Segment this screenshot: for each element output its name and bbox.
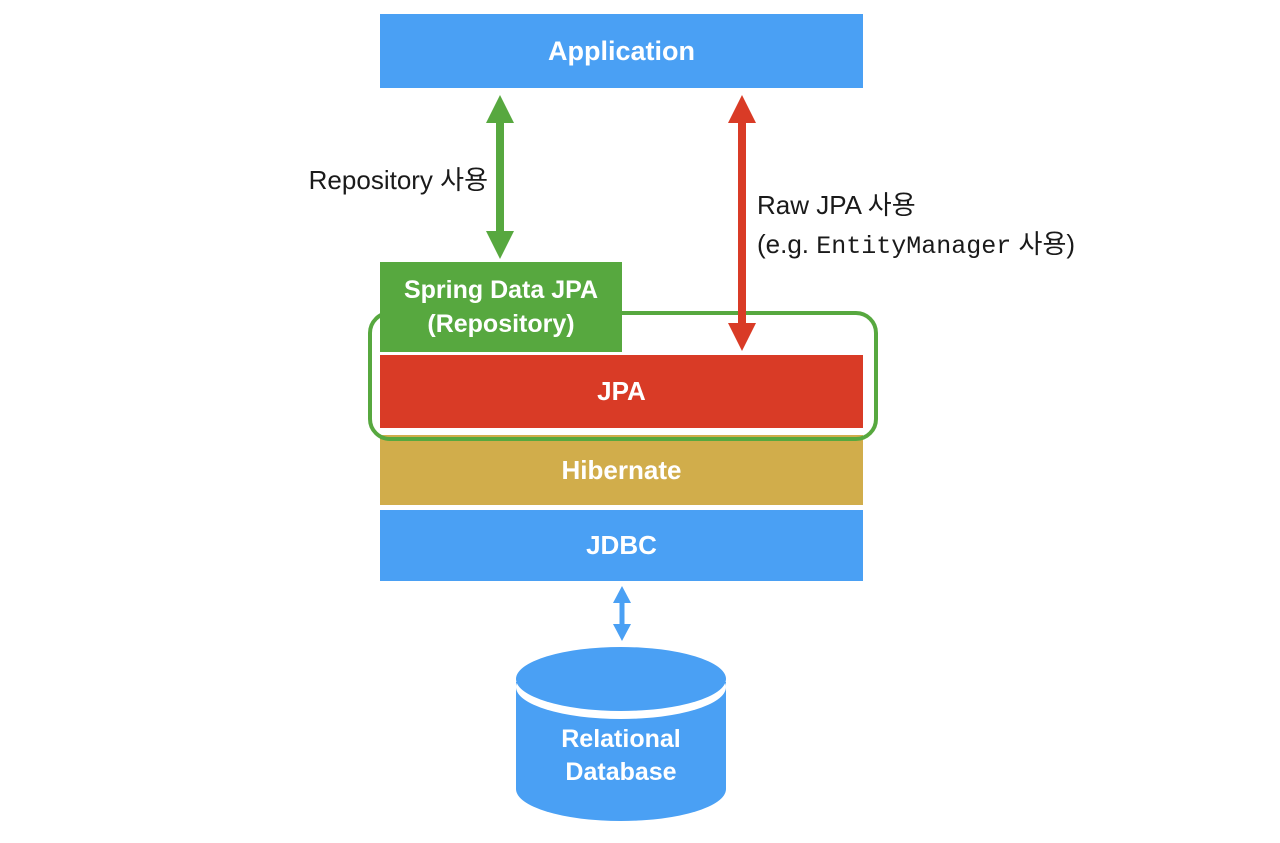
hibernate-box: Hibernate [380, 435, 863, 505]
jdbc-label: JDBC [586, 530, 657, 560]
application-label: Application [548, 35, 695, 66]
database-label-line1: Relational [561, 725, 681, 753]
jdbc-database-arrow [613, 586, 631, 641]
spring-data-jpa-label-line1: Spring Data JPA [403, 276, 599, 304]
hibernate-label: Hibernate [561, 454, 682, 485]
spring-data-jpa-label-line2: (Repository) [427, 310, 575, 338]
raw-jpa-annotation-line2: (e.g. EntityManager 사용) [757, 225, 1075, 266]
raw-jpa-line2-prefix: (e.g. [757, 229, 817, 259]
raw-jpa-usage-annotation: Raw JPA 사용 (e.g. EntityManager 사용) [757, 186, 1075, 266]
spring-data-jpa-box: Spring Data JPA (Repository) [380, 262, 622, 352]
repository-arrow [486, 95, 514, 259]
entitymanager-code: EntityManager [816, 232, 1012, 261]
raw-jpa-line2-suffix: 사용) [1011, 229, 1076, 259]
application-box: Application [380, 14, 863, 88]
jdbc-box: JDBC [380, 510, 863, 581]
jpa-label: JPA [597, 376, 646, 406]
database-label-line2: Database [565, 758, 677, 786]
repository-usage-annotation: Repository 사용 [308, 165, 488, 195]
database-label: Relational Database [516, 723, 726, 789]
jpa-group-outline [368, 311, 878, 441]
jpa-box: JPA [380, 355, 863, 428]
raw-jpa-annotation-line1: Raw JPA 사용 [757, 190, 916, 220]
